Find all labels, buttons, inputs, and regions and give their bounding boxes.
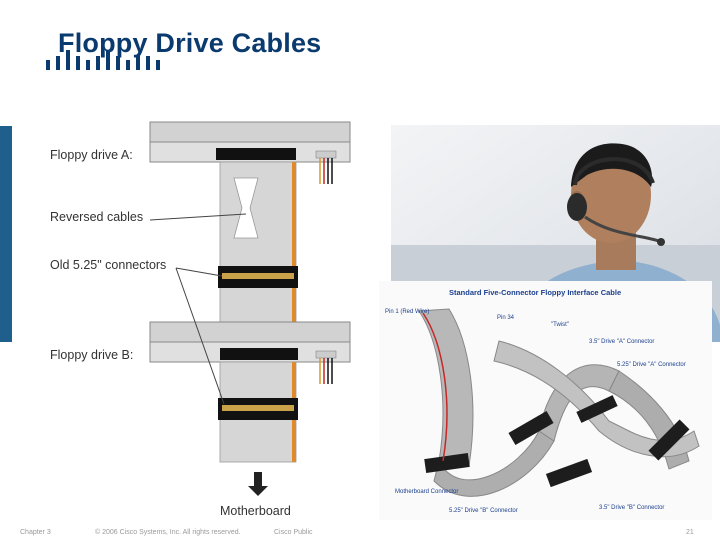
label-motherboard: Motherboard [220, 504, 291, 518]
label-twist: "Twist" [551, 322, 569, 328]
label-motherboard-connector: Motherboard Connector [395, 489, 459, 495]
floppy-interface-cable-photo: Standard Five-Connector Floppy Interface… [379, 281, 712, 520]
label-pin34: Pin 34 [497, 315, 515, 321]
label-35-drive-b: 3.5" Drive "B" Connector [599, 505, 665, 511]
label-525-drive-b: 5.25" Drive "B" Connector [449, 508, 518, 514]
label-floppy-drive-b: Floppy drive B: [50, 348, 134, 362]
label-old-connectors: Old 5.25" connectors [50, 258, 167, 272]
cable-photo-title: Standard Five-Connector Floppy Interface… [449, 288, 622, 297]
footer-page-number: 21 [686, 529, 694, 536]
label-35-drive-a: 3.5" Drive "A" Connector [589, 339, 655, 345]
footer-classification: Cisco Public [274, 529, 313, 536]
label-reversed-cables: Reversed cables [50, 210, 144, 224]
floppy-cable-diagram: Floppy drive A: Reversed cables Old 5.25… [46, 118, 356, 523]
slide-title: Floppy Drive Cables [58, 28, 322, 58]
left-accent-bar [0, 126, 12, 342]
cable-photo-graphic [379, 281, 712, 520]
label-pin1: Pin 1 (Red Wire) [385, 309, 430, 315]
cable-diagram-graphic [149, 121, 351, 496]
footer-copyright: © 2006 Cisco Systems, Inc. All rights re… [95, 529, 241, 536]
label-floppy-drive-a: Floppy drive A: [50, 148, 133, 162]
cisco-logo-icon [46, 50, 160, 70]
label-525-drive-a: 5.25" Drive "A" Connector [617, 362, 686, 368]
footer-chapter: Chapter 3 [20, 529, 51, 536]
